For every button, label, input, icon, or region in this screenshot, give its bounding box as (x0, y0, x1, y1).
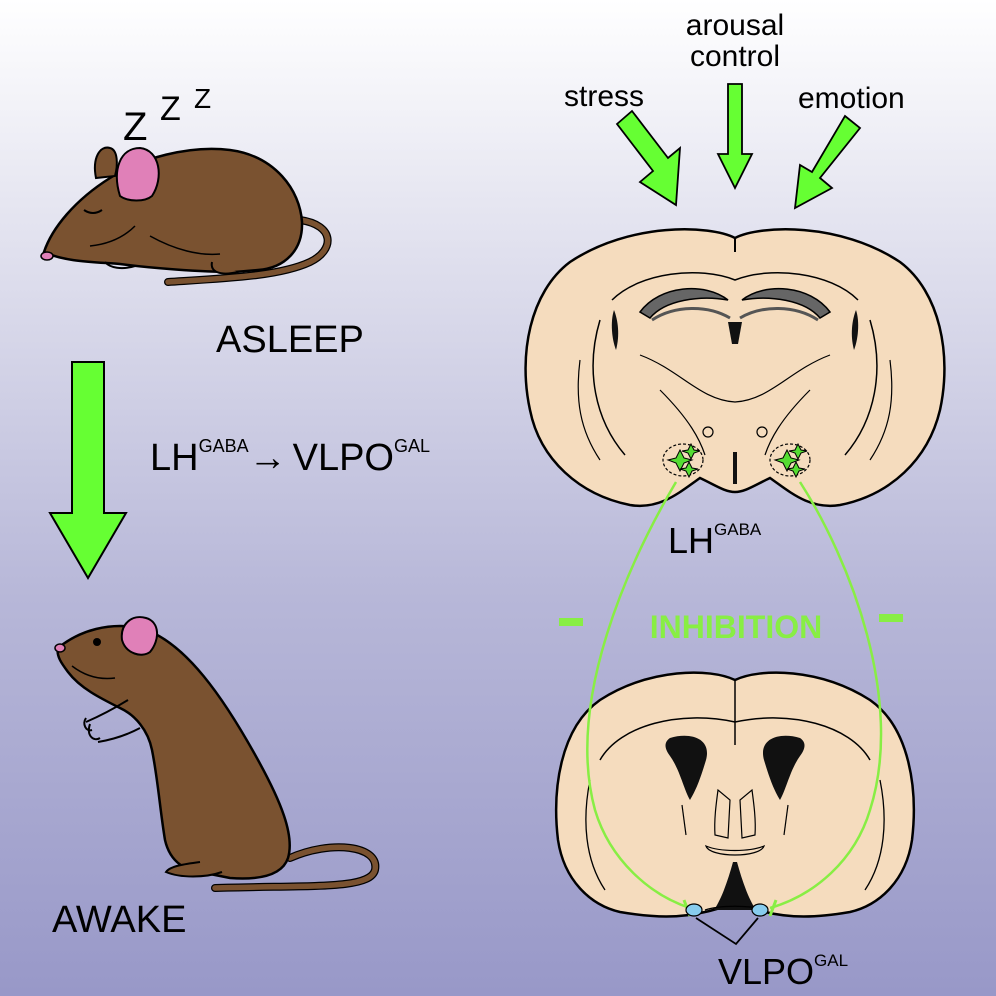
sleep-z-1: Z (123, 105, 147, 149)
brain-section-lower (555, 671, 915, 918)
sleep-z-2: Z (160, 90, 181, 128)
awake-label: AWAKE (52, 899, 186, 941)
brain-section-upper (524, 228, 946, 508)
emotion-arrow (793, 114, 862, 210)
sleep-z-3: Z (194, 83, 211, 114)
vlpo-dot-right (751, 903, 769, 917)
pathway-label: LHGABA→VLPOGAL (150, 436, 430, 479)
lh-label-main: LH (668, 520, 714, 561)
pathway-vlpo-sup: GAL (394, 436, 430, 456)
arousal-arrow (716, 83, 754, 191)
awake-mouse-icon (54, 616, 380, 892)
asleep-label: ASLEEP (216, 319, 364, 361)
pathway-lh-sup: GABA (199, 436, 249, 456)
sleeping-mouse-icon (40, 146, 332, 286)
lh-neurons-left (666, 442, 701, 479)
emotion-label: emotion (798, 82, 905, 115)
pathway-vlpo: VLPO (293, 437, 394, 479)
vlpo-callout (695, 917, 759, 946)
arousal-label-line2: control (690, 40, 780, 73)
vlpo-label-main: VLPO (718, 951, 814, 992)
pathway-lh: LH (150, 437, 199, 479)
lh-neurons-right (773, 442, 808, 479)
lh-label: LHGABA (668, 520, 762, 561)
stress-arrow (615, 109, 682, 207)
stress-label: stress (564, 80, 644, 113)
pathway-arrow: → (249, 437, 287, 479)
vlpo-dot-left (685, 903, 703, 917)
vlpo-label: VLPOGAL (718, 951, 848, 992)
inhibition-label: INHIBITION (650, 609, 822, 645)
transition-arrow (48, 361, 128, 580)
arousal-label-line1: arousal (686, 9, 784, 42)
vlpo-label-sup: GAL (814, 951, 848, 970)
lh-label-sup: GABA (714, 520, 762, 539)
